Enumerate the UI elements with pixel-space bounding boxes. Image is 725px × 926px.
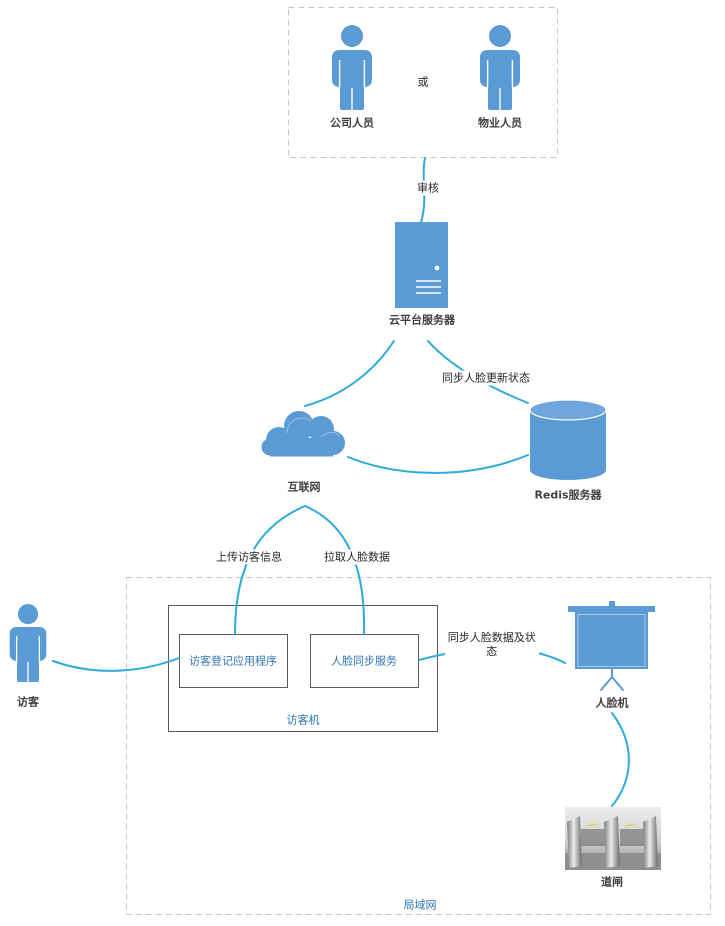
face-sync-service-label: 人脸同步服务	[331, 654, 397, 668]
redis-server-label: Redis服务器	[534, 488, 602, 502]
gate-label: 道闸	[601, 875, 623, 889]
or-label: 或	[417, 75, 429, 89]
review-edge-label: 审核	[415, 180, 441, 196]
face-machine-gate-connector	[611, 712, 630, 807]
face-machine-label: 人脸机	[595, 696, 629, 710]
upload-visitor-info-connector	[234, 505, 306, 635]
property-staff-person-icon	[480, 25, 520, 110]
projection-screen-icon	[568, 601, 655, 691]
cloud-icon	[261, 411, 345, 457]
database-cylinder-icon	[529, 399, 607, 480]
visitor-label: 访客	[17, 695, 39, 709]
face-sync-service-box	[310, 634, 419, 688]
internet-redis-connector	[347, 454, 529, 474]
pull-face-data-label: 拉取人脸数据	[322, 549, 392, 565]
approver-group-border	[288, 7, 558, 158]
lan-group-border	[126, 577, 711, 915]
upload-visitor-info-label: 上传访客信息	[214, 549, 284, 565]
internet-label: 互联网	[287, 480, 321, 494]
lan-label: 局域网	[403, 898, 437, 912]
registration-app-box	[179, 634, 288, 688]
visitor-app-connector	[52, 657, 180, 672]
property-staff-label: 物业人员	[478, 116, 522, 130]
visitor-person-icon	[9, 604, 47, 682]
company-staff-label: 公司人员	[330, 116, 374, 130]
sync-face-update-status-label: 同步人脸更新状态	[440, 370, 532, 386]
visitor-machine-label: 访客机	[286, 713, 320, 727]
turnstile-gate-photo	[565, 807, 661, 870]
server-icon	[395, 222, 448, 308]
server-internet-connector	[304, 340, 395, 407]
registration-app-label: 访客登记应用程序	[189, 654, 277, 668]
cloud-server-label: 云平台服务器	[389, 313, 455, 327]
pull-face-data-connector	[304, 505, 366, 635]
sync-face-data-status-label: 同步人脸数据及状态	[445, 631, 539, 659]
company-staff-person-icon	[332, 25, 372, 110]
